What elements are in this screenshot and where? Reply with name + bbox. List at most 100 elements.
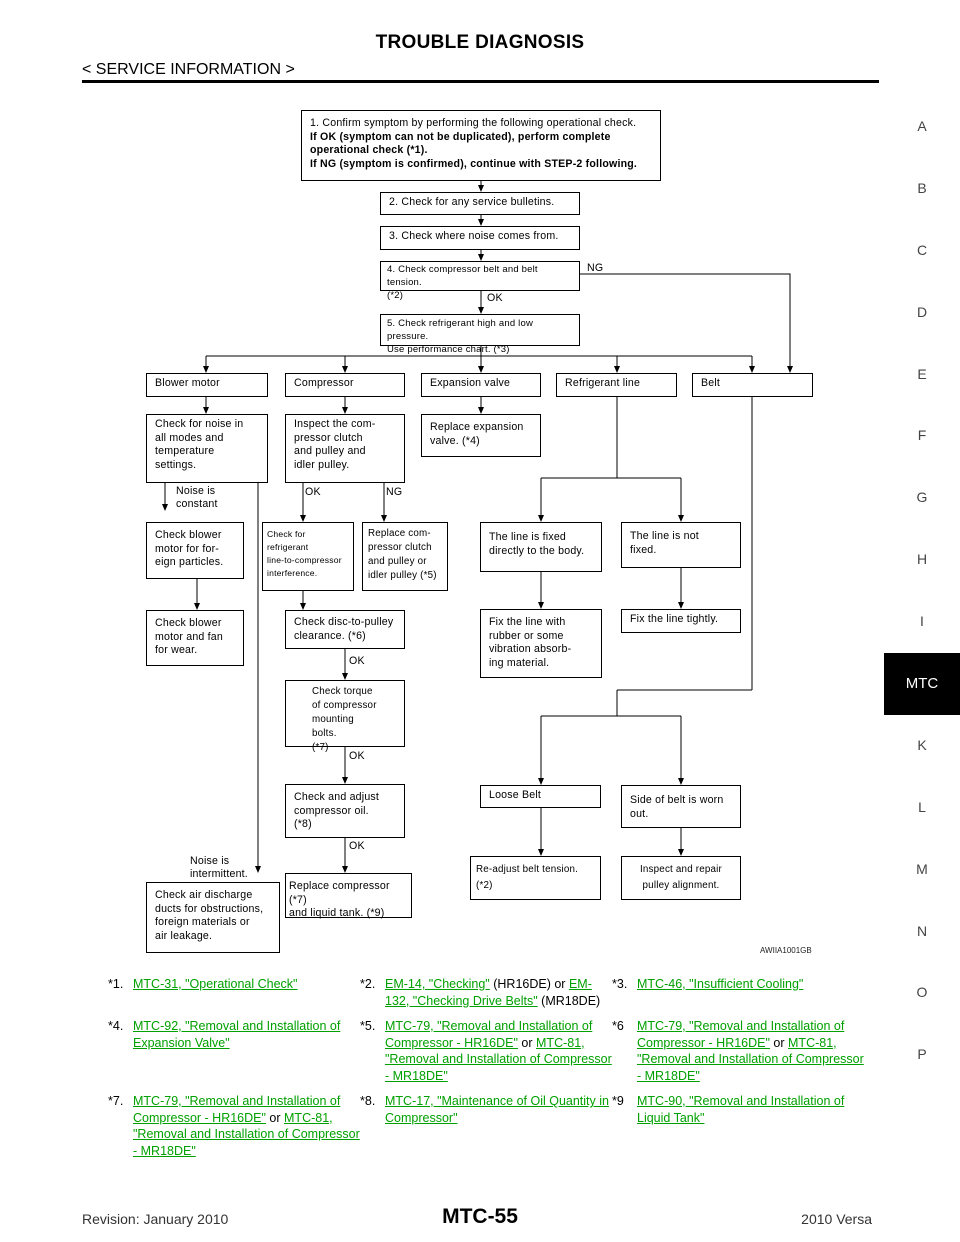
text-line: Side of belt is worn (630, 794, 724, 806)
reference-link[interactable]: MTC-79, "Removal and Installation of Com… (133, 1094, 341, 1125)
branch-belt: Belt (692, 373, 813, 397)
text-line: for wear. (155, 644, 198, 657)
blower-check-ducts: Check air discharge ducts for obstructio… (146, 882, 280, 953)
text-line: The line is fixed (489, 531, 567, 543)
text-line: pressor clutch (368, 542, 432, 553)
side-index-item[interactable]: I (920, 613, 924, 630)
side-index-item[interactable]: A (917, 118, 927, 134)
step1-line4: If NG (symptom is confirmed), continue w… (310, 157, 638, 170)
reference-link[interactable]: EM-14, "Checking" (385, 977, 490, 991)
text-line: fixed. (630, 543, 657, 556)
branch-expansion-valve: Expansion valve (421, 373, 541, 397)
reference-number: *6 (612, 1019, 624, 1033)
blower-check-particles: Check blower motor for for- eign particl… (146, 522, 244, 579)
side-index-item[interactable]: F (917, 427, 927, 444)
side-index-item[interactable]: M (916, 860, 928, 877)
step1-line1: 1. Confirm symptom by performing the fol… (310, 117, 637, 129)
side-index-item[interactable]: B (917, 179, 927, 196)
text-line: The line is not (630, 530, 699, 542)
step5-check-pressure: 5. Check refrigerant high and low pressu… (380, 314, 580, 355)
side-index-item[interactable]: D (916, 303, 928, 320)
reference-link[interactable]: MTC-31, "Operational Check" (133, 977, 298, 991)
text-line: idler pulley (*5) (368, 570, 437, 581)
reference-number: *8. (360, 1094, 376, 1108)
side-index-item[interactable]: L (918, 798, 926, 815)
reference-item: *5. MTC-79, "Removal and Installation of… (360, 1018, 612, 1084)
belt-inspect-pulley: Inspect and repair pulley alignment. (621, 856, 741, 900)
text-line: Inspect and repair (639, 864, 723, 875)
side-index-item[interactable]: G (916, 489, 928, 506)
reference-text: MTC-17, "Maintenance of Oil Quantity in … (385, 1093, 612, 1159)
step4-line1: 4. Check compressor belt and belt tensio… (387, 264, 538, 288)
text-line: Replace com- (368, 528, 431, 539)
step5-line1: 5. Check refrigerant high and low pressu… (387, 318, 534, 342)
reference-text: MTC-92, "Removal and Installation of Exp… (133, 1018, 360, 1084)
reference-item: *4. MTC-92, "Removal and Installation of… (108, 1018, 360, 1084)
label-ok: OK (349, 655, 365, 667)
label-ok: OK (349, 750, 365, 762)
reference-text: MTC-90, "Removal and Installation of Liq… (637, 1093, 868, 1159)
side-index-item[interactable]: P (917, 1046, 927, 1063)
text-line: Check for noise in (155, 418, 244, 430)
text-line: Re-adjust belt tension. (476, 864, 579, 875)
text-line: and pulley and (294, 445, 366, 458)
compressor-check-clearance: Check disc-to-pulley clearance. (*6) (285, 610, 405, 649)
text-line: refrigerant (267, 542, 309, 552)
blower-check-wear: Check blower motor and fan for wear. (146, 610, 244, 666)
text-line: eign particles. (155, 556, 224, 569)
text-line: motor and fan (155, 630, 223, 643)
step1-line2: If OK (symptom can not be duplicated), p… (310, 130, 611, 143)
reference-link[interactable]: MTC-46, "Insufficient Cooling" (637, 977, 804, 991)
reference-link[interactable]: MTC-81, "Removal and Installation of Com… (637, 1035, 864, 1083)
belt-side-worn: Side of belt is worn out. (621, 785, 741, 828)
belt-readjust-tension: Re-adjust belt tension. (*2) (470, 856, 601, 900)
text-line: pulley alignment. (642, 880, 720, 891)
text-line: vibration absorb- (489, 643, 572, 656)
reference-link[interactable]: MTC-92, "Removal and Installation of Exp… (133, 1019, 341, 1050)
text-line: Check air discharge (155, 889, 253, 901)
reference-link[interactable]: EM-132, "Checking Drive Belts" (385, 977, 592, 1008)
reference-link[interactable]: MTC-79, "Removal and Installation of Com… (637, 1019, 845, 1050)
header-rule (82, 80, 879, 83)
text-line: Noise is (176, 485, 216, 497)
step4-check-belt: 4. Check compressor belt and belt tensio… (380, 261, 580, 301)
text-line: mounting bolts. (312, 714, 354, 739)
side-index-item[interactable]: O (916, 984, 928, 1001)
text-line: Replace expansion (430, 421, 524, 433)
reference-row: *4. MTC-92, "Removal and Installation of… (108, 1018, 868, 1084)
reference-text: MTC-79, "Removal and Installation of Com… (637, 1018, 868, 1084)
text-line: (*2) (476, 880, 493, 891)
text-line: compressor oil. (294, 804, 369, 817)
side-index-item-active[interactable]: MTC (884, 653, 960, 715)
reference-plain: (HR16DE) or (489, 977, 569, 991)
section-label: < SERVICE INFORMATION > (82, 61, 295, 78)
reference-item: *7. MTC-79, "Removal and Installation of… (108, 1093, 360, 1159)
reference-number: *2. (360, 977, 376, 991)
label-ok: OK (487, 292, 503, 304)
side-index-item[interactable]: N (916, 922, 928, 939)
side-index-item[interactable]: H (916, 551, 928, 568)
text-line: interference. (267, 568, 318, 578)
reference-link[interactable]: MTC-17, "Maintenance of Oil Quantity in … (385, 1094, 609, 1125)
reference-link[interactable]: MTC-79, "Removal and Installation of Com… (385, 1019, 593, 1050)
side-index-item[interactable]: C (916, 241, 928, 258)
side-index-item[interactable]: E (917, 365, 927, 382)
footer-page-number: MTC-55 (442, 1205, 518, 1228)
text-line: ing material. (489, 656, 550, 669)
compressor-replace-compressor: Replace compressor (*7) and liquid tank.… (285, 873, 412, 919)
side-index-item[interactable]: K (917, 736, 927, 753)
reference-row: *7. MTC-79, "Removal and Installation of… (108, 1093, 868, 1159)
reference-link[interactable]: MTC-81, "Removal and Installation of Com… (385, 1035, 612, 1083)
reference-plain: or (517, 1035, 537, 1050)
reference-item: *2. EM-14, "Checking" (HR16DE) or EM-132… (360, 976, 612, 1009)
reference-link[interactable]: MTC-81, "Removal and Installation of Com… (133, 1110, 360, 1158)
reference-number: *4. (108, 1019, 124, 1033)
label-ok: OK (349, 840, 365, 852)
text-line: idler pulley. (294, 458, 350, 471)
side-index: A B C D E F G H I MTC K L M N O P (884, 96, 960, 1086)
text-line: Check and adjust (294, 791, 380, 803)
reference-link[interactable]: MTC-90, "Removal and Installation of Liq… (637, 1094, 845, 1125)
text-line: clearance. (*6) (294, 629, 366, 642)
text-line: ducts for obstructions, (155, 902, 264, 915)
